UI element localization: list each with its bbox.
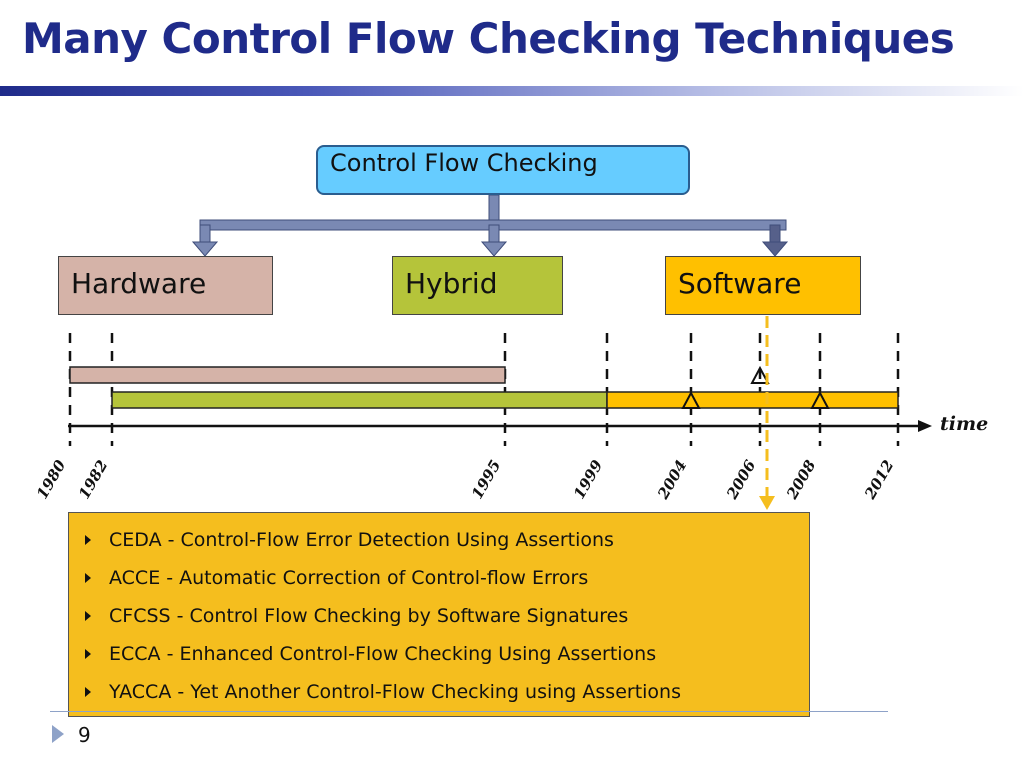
- bullet-icon: [85, 611, 91, 621]
- footer-divider: [50, 711, 888, 712]
- technique-ecca: ECCA - Enhanced Control-Flow Checking Us…: [109, 643, 657, 665]
- footer-arrow-icon: [52, 725, 64, 743]
- milestone-marker-2006: [750, 365, 770, 384]
- node-software: Software: [665, 256, 861, 315]
- arrow-hybrid: [480, 241, 508, 257]
- technique-cfcss: CFCSS - Control Flow Checking by Softwar…: [109, 605, 629, 627]
- year-label-2004: 2004: [654, 457, 691, 503]
- slide-title: Many Control Flow Checking Techniques: [22, 14, 955, 63]
- node-hybrid: Hybrid: [392, 256, 563, 315]
- technique-yacca: YACCA - Yet Another Control-Flow Checkin…: [109, 681, 681, 703]
- timeline-bar-software: [606, 391, 899, 409]
- bullet-icon: [85, 535, 91, 545]
- year-label-1980: 1980: [33, 457, 70, 503]
- timeline-axis-label: time: [940, 413, 988, 435]
- node-hardware: Hardware: [58, 256, 273, 315]
- milestone-marker-2004: [681, 390, 701, 409]
- timeline-axis-arrow: [918, 420, 932, 432]
- bullet-icon: [85, 573, 91, 583]
- software-callout-arrow: [759, 496, 775, 510]
- title-underline: [0, 86, 1024, 96]
- page-number: 9: [78, 723, 91, 747]
- technique-ceda: CEDA - Control-Flow Error Detection Usin…: [109, 529, 614, 551]
- year-label-1999: 1999: [570, 457, 607, 503]
- list-item: CFCSS - Control Flow Checking by Softwar…: [81, 597, 809, 635]
- bullet-icon: [85, 649, 91, 659]
- technique-acce: ACCE - Automatic Correction of Control-f…: [109, 567, 589, 589]
- techniques-box: CEDA - Control-Flow Error Detection Usin…: [68, 512, 810, 717]
- year-label-2012: 2012: [861, 457, 898, 503]
- milestone-marker-2008: [810, 390, 830, 409]
- list-item: CEDA - Control-Flow Error Detection Usin…: [81, 521, 809, 559]
- bullet-icon: [85, 687, 91, 697]
- arrow-hardware: [191, 241, 219, 257]
- arrow-software: [761, 241, 789, 257]
- timeline-bar-hybrid: [111, 391, 608, 409]
- timeline-bar-hardware: [69, 366, 506, 384]
- year-label-1982: 1982: [75, 457, 111, 502]
- year-label-2006: 2006: [723, 457, 760, 504]
- list-item: YACCA - Yet Another Control-Flow Checkin…: [81, 673, 809, 711]
- year-label-1995: 1995: [468, 457, 504, 502]
- year-label-2008: 2008: [783, 457, 820, 504]
- list-item: ECCA - Enhanced Control-Flow Checking Us…: [81, 635, 809, 673]
- node-control-flow-checking: Control Flow Checking: [316, 145, 690, 195]
- list-item: ACCE - Automatic Correction of Control-f…: [81, 559, 809, 597]
